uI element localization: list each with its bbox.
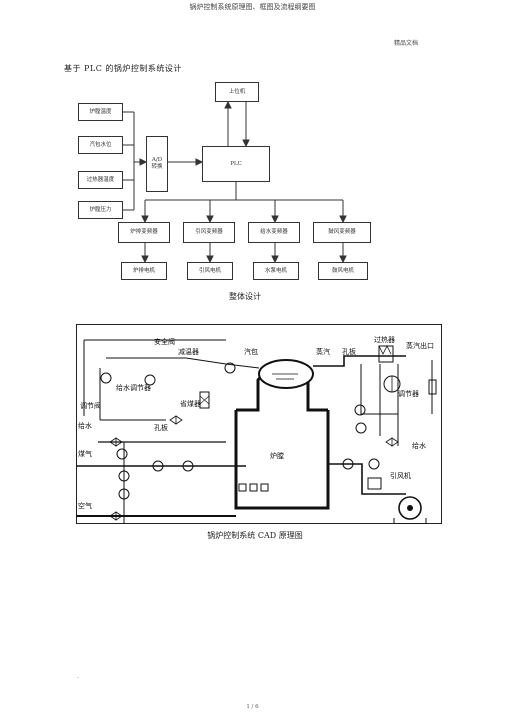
input-drum-level-box: 汽包水位 [78, 136, 123, 154]
plc-box: PLC [202, 146, 270, 182]
drive-induced-fan-box: 引风变频器 [183, 222, 235, 243]
drive-blower-box: 鼓风变频器 [313, 222, 371, 243]
cad-label-economizer: 省煤器 [180, 399, 201, 408]
cad-label-induced-fan: 引风机 [390, 471, 411, 480]
cad-label-orifice-top: 孔板 [342, 347, 356, 356]
cad-label-orifice: 孔板 [154, 423, 168, 432]
cad-label-steam: 蒸汽 [316, 347, 330, 356]
bottom-mark: . [77, 673, 79, 680]
document-tag: 精品文档 [394, 40, 419, 47]
cad-label-air: 空气 [78, 501, 92, 510]
cad-label-desuperheater: 减温器 [178, 347, 199, 356]
input-furnace-pressure-box: 炉膛压力 [78, 201, 123, 219]
block-diagram-caption: 整体设计 [229, 292, 261, 301]
drive-feedwater-box: 给水变频器 [248, 222, 300, 243]
cad-label-furnace: 炉膛 [270, 451, 284, 460]
page-number: 1 / 6 [246, 704, 259, 710]
motor-pump-box: 水泵电机 [253, 262, 299, 280]
section-title: 基于 PLC 的锅炉控制系统设计 [64, 64, 182, 73]
cad-label-drum: 汽包 [244, 347, 258, 356]
input-furnace-temp-box: 炉膛温度 [78, 103, 123, 121]
cad-label-regulator: 调节器 [398, 389, 419, 398]
cad-label-fuel: 煤气 [78, 449, 92, 458]
motor-grate-box: 炉排电机 [121, 262, 167, 280]
cad-label-feedwater-reg: 给水调节器 [116, 383, 151, 392]
block-diagram-connectors [123, 100, 347, 264]
cad-label-feedwater: 给水 [78, 421, 92, 430]
ad-converter-box: A/D 转换 [146, 136, 168, 192]
block-diagram: 上位机 炉膛温度 汽包水位 过热器温度 炉膛压力 A/D 转换 PLC 炉排变频… [0, 0, 505, 300]
motor-induced-fan-box: 引风电机 [187, 262, 233, 280]
drive-grate-box: 炉排变频器 [118, 222, 170, 243]
cad-label-steam-outlet: 蒸汽出口 [406, 341, 434, 350]
cad-label-superheater: 过热器 [374, 335, 395, 344]
motor-blower-box: 鼓风电机 [318, 262, 368, 280]
host-computer-box: 上位机 [215, 82, 259, 102]
cad-diagram: 安全阀 减温器 汽包 蒸汽 孔板 过热器 蒸汽出口 调节器 给水调节器 省煤器 … [76, 324, 442, 525]
cad-label-control-valve: 调节阀 [80, 401, 101, 410]
cad-label-pump: 给水 [412, 441, 426, 450]
cad-label-safety-valve: 安全阀 [154, 337, 175, 346]
ad-converter-label-1: A/D [151, 157, 163, 163]
input-superheater-temp-box: 过热器温度 [78, 171, 123, 189]
cad-diagram-drawing: 安全阀 减温器 汽包 蒸汽 孔板 过热器 蒸汽出口 调节器 给水调节器 省煤器 … [76, 324, 442, 525]
ad-converter-label-2: 转换 [151, 164, 163, 170]
cad-diagram-caption: 锅炉控制系统 CAD 原理图 [207, 531, 303, 540]
document-header-title: 锅炉控制系统原理图、框图及流程纲要图 [189, 3, 316, 11]
